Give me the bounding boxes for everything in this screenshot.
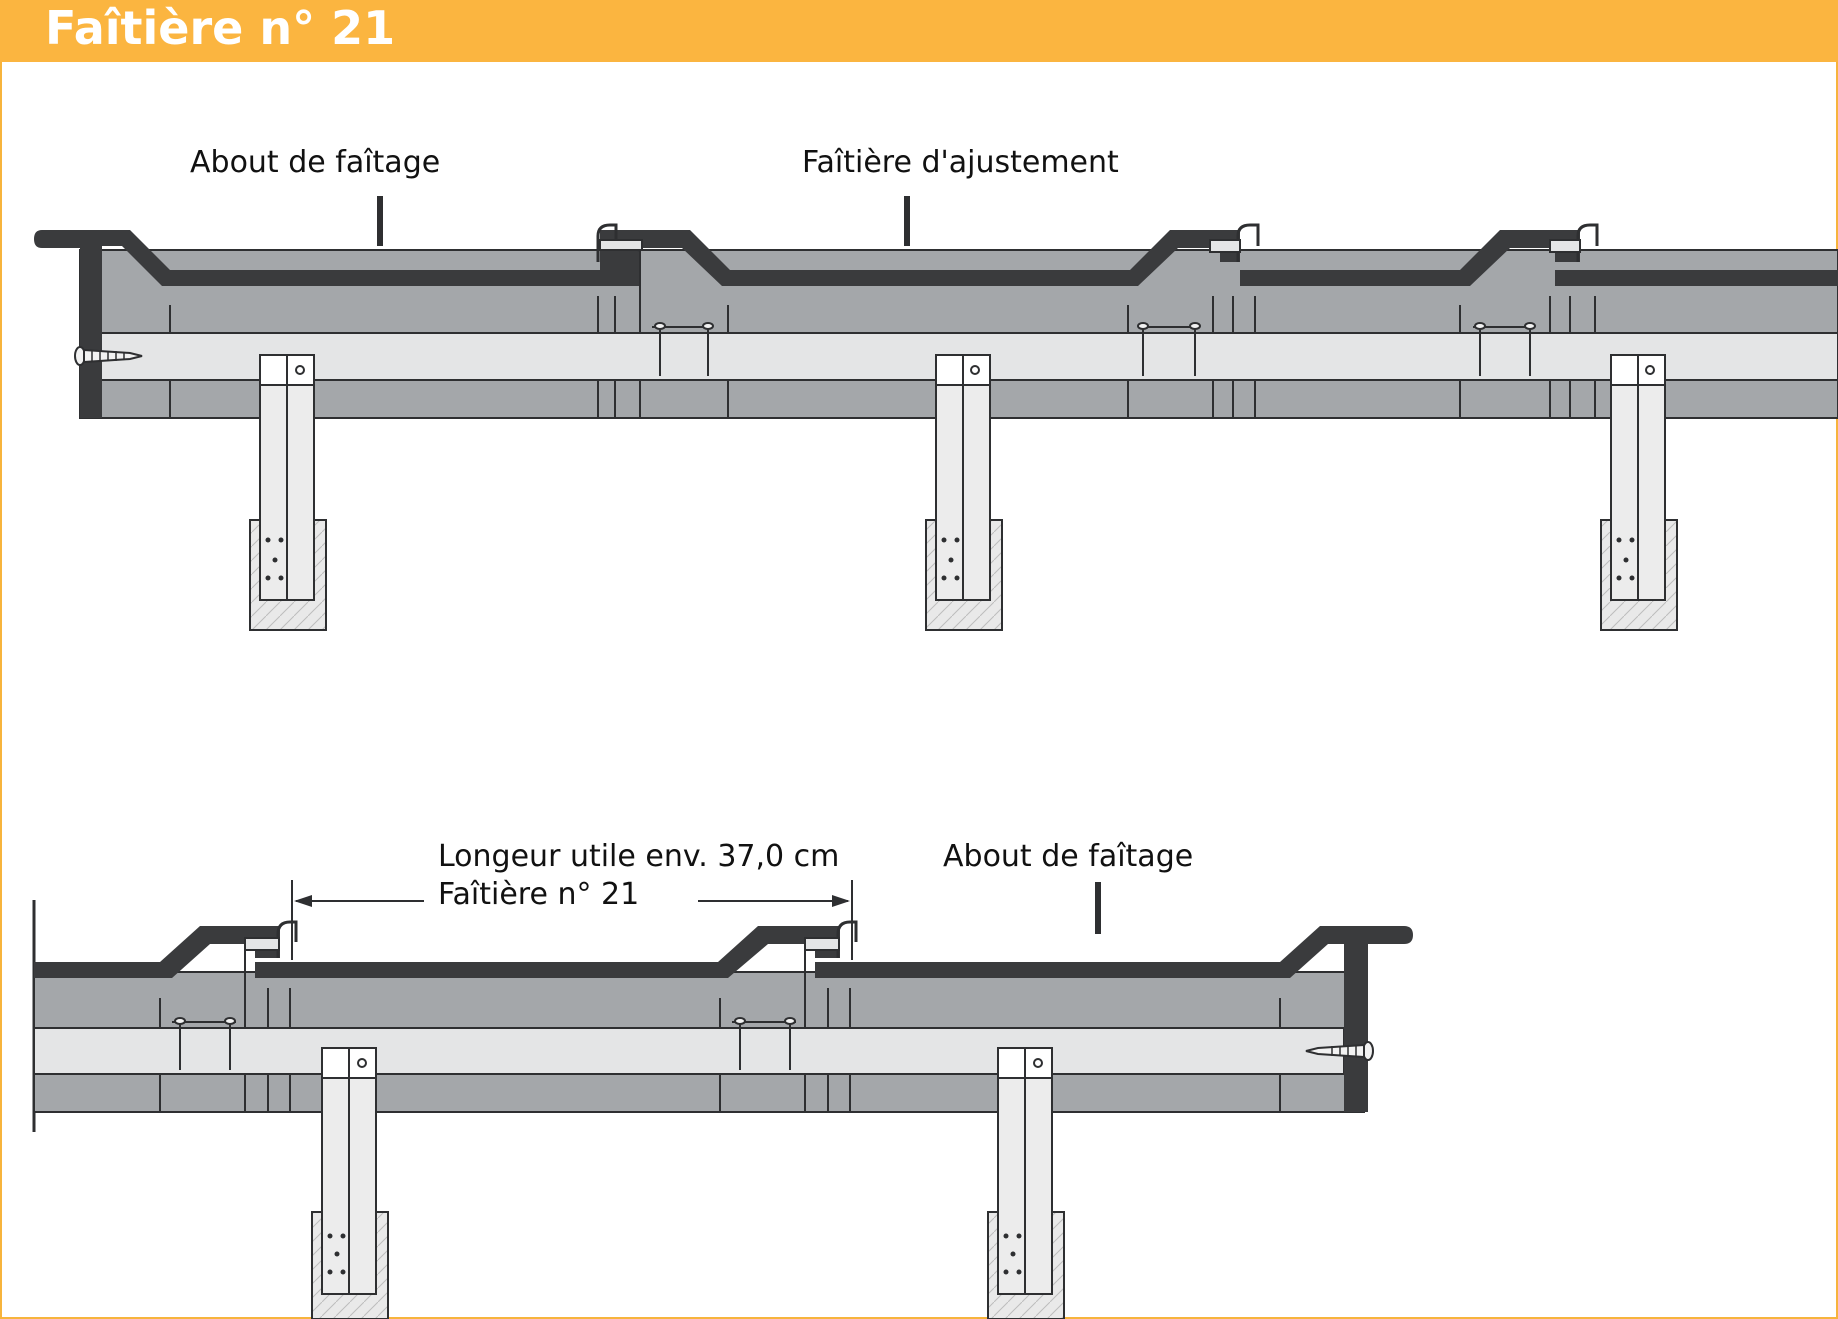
bottom-clip-1	[276, 920, 298, 958]
top-nails	[652, 322, 1536, 376]
top-clip-2	[1236, 223, 1260, 262]
bottom-end-screw	[1305, 1041, 1374, 1061]
top-end-screw	[74, 346, 143, 366]
top-post-3	[1600, 354, 1678, 631]
label-faitiere-21: Faîtière n° 21	[438, 877, 640, 912]
top-clip-3	[1576, 223, 1599, 262]
bottom-post-2	[987, 1047, 1065, 1319]
top-assembly	[34, 196, 1838, 631]
bottom-ridge-tile-2	[255, 926, 840, 978]
bottom-assembly	[32, 880, 1413, 1319]
top-clip-1	[596, 223, 641, 262]
header-bar: Faîtière n° 21	[0, 0, 1838, 62]
bottom-joint-lines	[159, 944, 1281, 1112]
top-tick-about	[377, 196, 383, 246]
top-end-cap	[80, 240, 102, 418]
label-about-bottom: About de faîtage	[943, 839, 1194, 874]
label-about-top: About de faîtage	[190, 145, 441, 180]
top-ridge-tile-2	[600, 230, 1240, 286]
bottom-ridge-tile-3	[815, 926, 1413, 978]
bottom-end-cap	[1344, 940, 1368, 1112]
top-ridge-tile-4	[1555, 270, 1838, 286]
bottom-ridge-tile-1	[34, 926, 280, 978]
bottom-post-1	[311, 1047, 389, 1319]
label-ajustement: Faîtière d'ajustement	[802, 145, 1119, 180]
bottom-clip-2	[836, 920, 858, 958]
top-post-2	[925, 354, 1003, 631]
top-ridge-tile-1	[34, 230, 600, 286]
top-ridge-tile-3	[1240, 230, 1580, 286]
bottom-nails	[172, 1017, 796, 1070]
dimension-line	[291, 880, 853, 960]
page-title: Faîtière n° 21	[45, 1, 396, 55]
top-joint-lines	[169, 250, 1596, 418]
top-tick-ajustement	[904, 196, 910, 246]
bottom-tick-about	[1095, 882, 1101, 934]
top-post-1	[249, 354, 327, 631]
label-longueur: Longeur utile env. 37,0 cm	[438, 839, 840, 874]
